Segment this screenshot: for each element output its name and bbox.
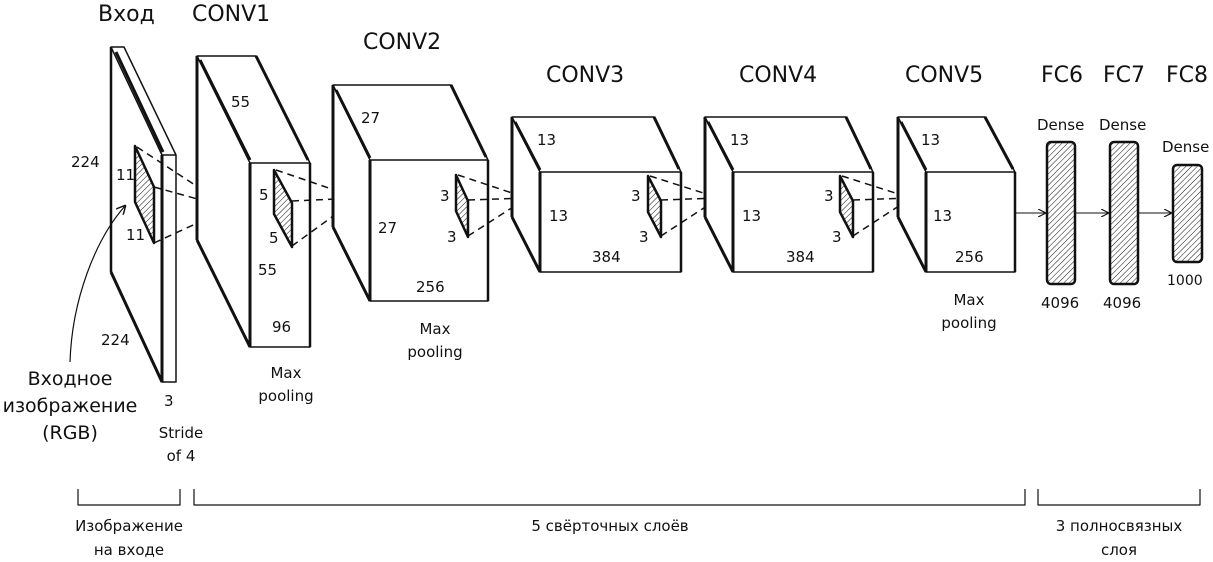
fc6-type-label: Dense [1037,116,1085,134]
conv3-kernel-h-label: 3 [631,187,641,205]
conv3-depth-label: 384 [592,248,621,266]
conv2-kernel [454,173,470,239]
conv2-kernel-w-label: 3 [447,228,457,246]
conv5-height-label: 13 [933,207,953,225]
conv1-width-label: 55 [231,93,251,111]
conv3-title: CONV3 [546,63,625,88]
conv2-pool-label: Max pooling [407,320,463,361]
conv2-depth-label: 256 [416,278,445,296]
input-width-label: 224 [101,331,130,349]
conv2-height-label: 27 [378,219,398,237]
input-depth-label: 3 [164,392,174,410]
input-title: Вход [98,2,155,27]
fc7-type-label: Dense [1099,116,1147,134]
conv2-volume [331,84,490,302]
fc7-block [1108,140,1140,286]
conv4-kernel [838,174,855,239]
group-input-label: Изображение на входе [75,517,183,559]
conv1-kernel-w-label: 5 [269,229,279,247]
conv1-volume [195,55,312,348]
fc8-type-label: Dense [1162,138,1210,156]
input-image-annotation: Входное изображение (RGB) [2,368,138,444]
conv5-width-label: 13 [921,131,941,149]
fc8-units-label: 1000 [1167,273,1203,289]
conv4-height-label: 13 [742,207,762,225]
conv2-width-label: 27 [361,109,381,127]
conv5-title: CONV5 [905,63,984,88]
conv1-depth-label: 96 [272,318,292,336]
bracket-input [77,489,181,506]
fc6-block [1045,140,1077,286]
input-height-label: 224 [71,153,100,171]
conv5-volume [896,116,1017,273]
stride-label: Stride of 4 [158,424,204,465]
fc6-title: FC6 [1041,63,1084,88]
conv5-pool-label: Max pooling [941,291,997,332]
group-fc-label: 3 полносвязных слоя [1055,517,1183,559]
conv1-height-label: 55 [258,261,278,279]
conv4-kernel-h-label: 3 [824,187,834,205]
conv3-height-label: 13 [549,207,569,225]
fc8-block [1171,163,1204,264]
conv4-title: CONV4 [739,63,818,88]
input-kernel-h-label: 11 [116,166,136,184]
conv4-depth-label: 384 [786,248,815,266]
conv3-kernel-w-label: 3 [639,228,649,246]
conv4-volume [703,116,875,273]
conv1-title: CONV1 [192,2,271,27]
conv3-width-label: 13 [537,131,557,149]
conv4-width-label: 13 [730,131,750,149]
input-kernel-w-label: 11 [126,226,146,244]
conv1-pool-label: Max pooling [258,364,314,405]
conv2-title: CONV2 [363,30,442,55]
bracket-conv [193,489,1026,506]
group-conv-label: 5 свёрточных слоёв [531,517,689,535]
annotation-arrow [69,206,125,363]
conv2-kernel-h-label: 3 [440,187,450,205]
conv3-kernel [646,174,663,239]
conv3-volume [510,116,683,273]
conv1-kernel-h-label: 5 [259,186,269,204]
conv1-kernel [272,168,294,249]
fc6-units-label: 4096 [1041,294,1080,312]
conv5-depth-label: 256 [955,248,984,266]
fc8-title: FC8 [1166,63,1209,88]
conv4-kernel-w-label: 3 [832,228,842,246]
fc7-units-label: 4096 [1103,294,1142,312]
fc7-title: FC7 [1103,63,1146,88]
bracket-fc [1037,489,1201,506]
